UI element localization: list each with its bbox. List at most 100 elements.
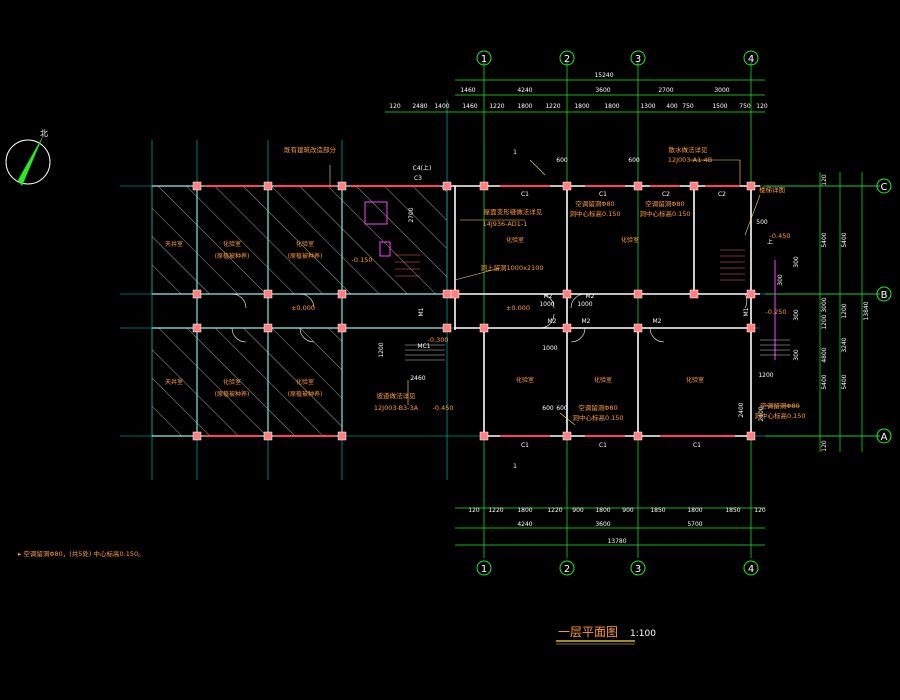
svg-text:C1: C1 — [599, 442, 607, 449]
svg-text:±0.000: ±0.000 — [506, 304, 530, 312]
svg-text:C1: C1 — [521, 191, 529, 198]
dim-right-total: 13840 — [863, 301, 870, 320]
dim-top-total: 15240 — [594, 72, 613, 79]
svg-text:洞中心标高0.150: 洞中心标高0.150 — [754, 411, 805, 420]
stair-new — [395, 249, 745, 281]
drawing-title: 一层平面图 1:100 — [556, 625, 656, 645]
svg-text:750: 750 — [739, 103, 751, 110]
svg-text:C1: C1 — [693, 442, 701, 449]
svg-text:14J936-AD1-1: 14J936-AD1-1 — [483, 220, 528, 228]
svg-text:化验室: 化验室 — [296, 240, 314, 248]
svg-text:2: 2 — [564, 564, 570, 575]
svg-text:-0.150: -0.150 — [352, 256, 373, 264]
svg-text:M2: M2 — [544, 293, 553, 300]
svg-text:1200: 1200 — [378, 342, 385, 357]
svg-text:1200: 1200 — [841, 303, 848, 318]
svg-text:4240: 4240 — [517, 87, 532, 94]
svg-text:1220: 1220 — [489, 103, 504, 110]
svg-text:750: 750 — [682, 103, 694, 110]
svg-text:M2: M2 — [548, 318, 557, 325]
svg-text:1220: 1220 — [488, 507, 503, 514]
svg-text:3000: 3000 — [714, 87, 729, 94]
svg-text:2400: 2400 — [738, 402, 745, 417]
svg-text:600: 600 — [542, 405, 554, 412]
grid-bubble-right-B: B — [876, 286, 892, 302]
right-dimensions: 120 5400 3000 1200 4800 5400 120 5400 12… — [821, 174, 870, 452]
svg-text:化验室: 化验室 — [223, 240, 241, 248]
grid-bubble-bottom-1: 1 — [476, 560, 492, 576]
svg-text:5700: 5700 — [687, 521, 702, 528]
svg-text:空调留洞Φ80: 空调留洞Φ80 — [645, 199, 684, 208]
svg-text:1: 1 — [481, 54, 487, 65]
svg-text:12J003-B3-3A: 12J003-B3-3A — [374, 404, 419, 412]
svg-text:1460: 1460 — [462, 103, 477, 110]
svg-text:120: 120 — [821, 174, 828, 186]
svg-text:化验室: 化验室 — [594, 376, 612, 384]
svg-text:散水做法详见: 散水做法详见 — [669, 145, 709, 154]
grid-bubble-right-A: A — [876, 428, 892, 444]
svg-text:1850: 1850 — [650, 507, 665, 514]
svg-text:400: 400 — [666, 103, 678, 110]
svg-text:-0.450: -0.450 — [433, 404, 454, 412]
svg-text:坡道做法详见: 坡道做法详见 — [377, 391, 417, 400]
svg-text:3600: 3600 — [595, 87, 610, 94]
svg-text:化验室: 化验室 — [296, 378, 314, 386]
svg-text:1200: 1200 — [758, 372, 773, 379]
bottom-dimensions: 120 1220 1800 1220 900 1800 900 1850 180… — [468, 507, 766, 545]
svg-text:120: 120 — [754, 507, 766, 514]
svg-text:空调留洞Φ80: 空调留洞Φ80 — [575, 199, 614, 208]
svg-text:3: 3 — [635, 564, 641, 575]
svg-text:2480: 2480 — [412, 103, 427, 110]
svg-text:300: 300 — [793, 256, 800, 268]
svg-text:上: 上 — [767, 238, 773, 246]
svg-text:500: 500 — [756, 219, 768, 226]
svg-text:1000: 1000 — [577, 301, 592, 308]
grid-bubble-right-C: C — [876, 178, 892, 194]
svg-text:120: 120 — [468, 507, 480, 514]
svg-text:化验室: 化验室 — [621, 236, 639, 244]
interior-dimensions: 2700 1200 2400 300 300 300 600 600 1000 … — [378, 157, 800, 422]
svg-text:900: 900 — [572, 507, 584, 514]
svg-text:空调留洞Φ80: 空调留洞Φ80 — [578, 403, 617, 412]
svg-text:1800: 1800 — [687, 507, 702, 514]
general-note: ▸ 空调留洞Φ80，(共5处) 中心标高0.150。 — [18, 549, 145, 558]
svg-text:洞中心标高0.150: 洞中心标高0.150 — [639, 209, 690, 218]
svg-text:洞中心标高0.150: 洞中心标高0.150 — [569, 209, 620, 218]
title-scale: 1:100 — [630, 629, 656, 639]
svg-text:300: 300 — [793, 349, 800, 361]
svg-text:化验室: 化验室 — [516, 376, 534, 384]
svg-text:4: 4 — [748, 54, 754, 65]
svg-text:120: 120 — [389, 103, 401, 110]
svg-text:楼梯详图: 楼梯详图 — [759, 185, 785, 194]
svg-text:(原植被种养): (原植被种养) — [215, 252, 250, 260]
svg-text:120: 120 — [756, 103, 768, 110]
svg-text:1500: 1500 — [712, 103, 727, 110]
svg-text:C: C — [881, 182, 888, 193]
svg-text:C3: C3 — [414, 175, 422, 182]
svg-text:B: B — [881, 290, 888, 301]
svg-text:(原植被种养): (原植被种养) — [215, 390, 250, 398]
svg-text:1220: 1220 — [547, 507, 562, 514]
svg-text:空调留洞Φ80: 空调留洞Φ80 — [760, 401, 799, 410]
svg-text:M1: M1 — [418, 307, 425, 316]
svg-text:屋面变形缝做法详见: 屋面变形缝做法详见 — [484, 207, 543, 216]
main-axes — [385, 62, 880, 558]
svg-text:120: 120 — [821, 440, 828, 452]
svg-text:-0.250: -0.250 — [766, 308, 787, 316]
svg-text:1800: 1800 — [517, 507, 532, 514]
svg-text:1000: 1000 — [542, 345, 557, 352]
room-labels: 天井室 化验室 (原植被种养) 化验室 (原植被种养) 天井室 化验室 (原植被… — [165, 236, 704, 398]
svg-text:4800: 4800 — [821, 347, 828, 362]
svg-text:C1: C1 — [521, 442, 529, 449]
svg-text:M2: M2 — [653, 318, 662, 325]
windows — [205, 185, 740, 437]
opening-labels: C1 C1 C2 C2 C1 C1 C1 C3 C4(上) M2 M2 M2 M… — [413, 149, 773, 470]
svg-text:1: 1 — [513, 463, 517, 470]
svg-text:1220: 1220 — [545, 103, 560, 110]
doors — [231, 293, 748, 343]
svg-text:1800: 1800 — [604, 103, 619, 110]
svg-text:A: A — [881, 432, 888, 443]
svg-text:5400: 5400 — [841, 232, 848, 247]
grid-bubbles: 1 2 3 4 1 2 3 4 C B A — [476, 50, 892, 576]
